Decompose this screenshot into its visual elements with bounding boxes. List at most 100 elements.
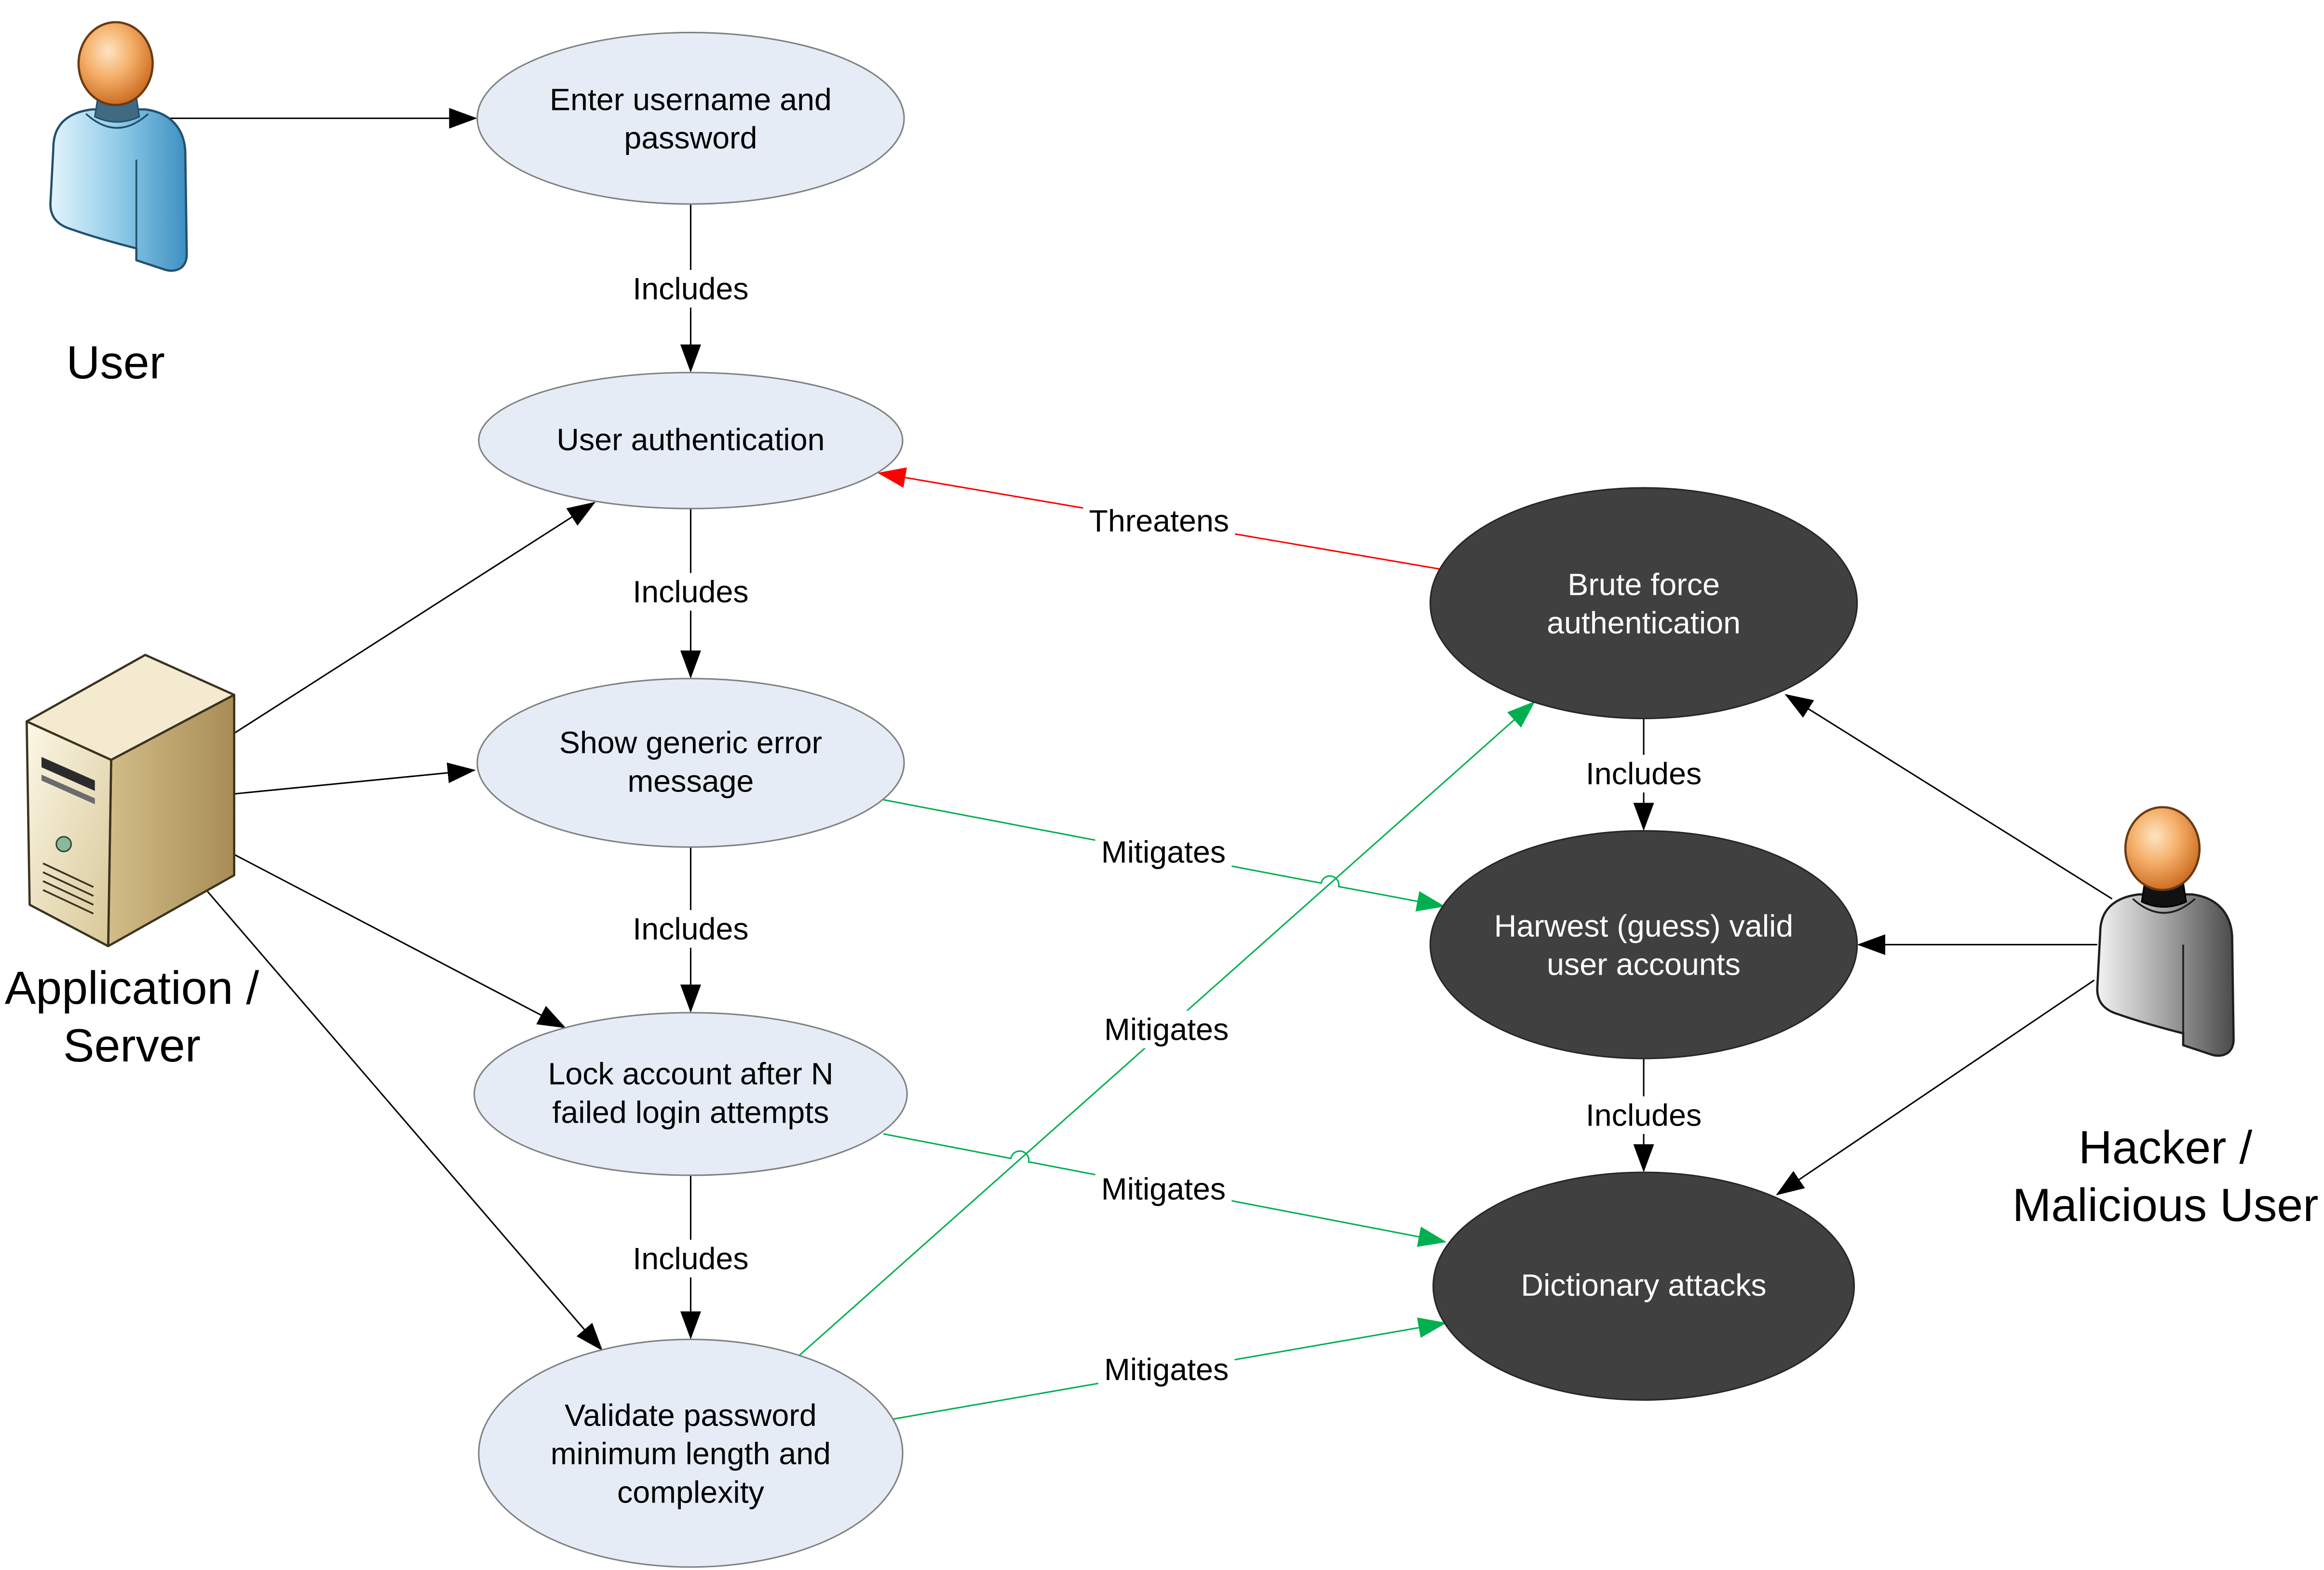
edge-error-message-mitigates-harvest xyxy=(883,799,1446,912)
server-icon xyxy=(26,654,235,948)
threat-dictionary-attacks: Dictionary attacks xyxy=(1432,1171,1855,1401)
use-case-label-line: Show generic error xyxy=(559,725,822,760)
label-threatens: Threatens xyxy=(1083,502,1235,540)
use-case-label-line: Validate password xyxy=(565,1398,817,1433)
label-background xyxy=(626,573,755,611)
relation-label: Mitigates xyxy=(1104,1012,1229,1047)
user-body xyxy=(49,108,188,272)
user-head xyxy=(77,21,154,107)
threat-label-line: Dictionary attacks xyxy=(1521,1268,1766,1302)
use-case-generic-error: Show generic error message xyxy=(476,678,905,848)
label-background xyxy=(1580,1096,1708,1134)
label-mitigates-1: Mitigates xyxy=(1095,833,1232,871)
server-vent xyxy=(42,871,94,897)
user-icon xyxy=(49,21,188,272)
server-front-face xyxy=(26,720,112,948)
edge-server-to-lock-account xyxy=(233,854,566,1028)
user-collar xyxy=(85,113,149,129)
edge-hacker-to-dictionary xyxy=(1776,980,2095,1195)
label-background xyxy=(1580,754,1708,793)
label-mitigates-4: Mitigates xyxy=(1098,1350,1235,1388)
relation-label: Mitigates xyxy=(1104,1352,1229,1387)
user-actor-label: User xyxy=(67,336,165,389)
server-vents xyxy=(42,862,94,914)
hacker-actor-label-line: Hacker / xyxy=(2079,1122,2253,1174)
server-actor-label-line: Application / xyxy=(5,962,259,1014)
relation-label: Includes xyxy=(633,1241,748,1276)
use-case-label-line: password xyxy=(624,121,757,155)
use-case-label-line: minimum length and xyxy=(551,1436,831,1471)
hacker-actor-label-line: Malicious User xyxy=(2013,1179,2319,1231)
threat-label-line: Harwest (guess) valid xyxy=(1494,909,1794,943)
threat-label-line: user accounts xyxy=(1547,947,1741,982)
server-power-led xyxy=(55,836,72,853)
use-case-shape xyxy=(476,31,905,205)
edge-lock-account-mitigates-dictionary xyxy=(883,1133,1447,1247)
use-case-shape xyxy=(478,1339,904,1568)
server-drive-slot xyxy=(41,775,95,805)
label-includes-1: Includes xyxy=(626,270,755,308)
relation-label: Mitigates xyxy=(1101,835,1226,870)
hacker-actor: Hacker / Malicious User xyxy=(2013,806,2319,1231)
use-case-user-authentication: User authentication xyxy=(478,372,904,510)
threat-harvest-accounts: Harwest (guess) valid user accounts xyxy=(1429,830,1858,1060)
use-case-shape xyxy=(478,372,904,510)
label-background xyxy=(1095,1170,1232,1208)
label-background xyxy=(626,270,755,308)
threat-label-line: Brute force xyxy=(1567,567,1720,602)
server-vent xyxy=(42,862,94,888)
use-case-label-line: User authentication xyxy=(556,422,824,457)
label-includes-5: Includes xyxy=(1580,754,1708,793)
relation-label: Mitigates xyxy=(1101,1172,1226,1207)
server-actor-label-line: Server xyxy=(63,1020,201,1072)
label-background xyxy=(1098,1010,1235,1048)
threats: Brute force authentication Harwest (gues… xyxy=(1429,487,1858,1401)
use-case-shape xyxy=(473,1012,908,1176)
relation-label: Includes xyxy=(633,271,748,306)
use-case-shape xyxy=(476,678,905,848)
server-actor: Application / Server xyxy=(5,654,259,1072)
use-case-enter-credentials: Enter username and password xyxy=(476,31,905,205)
use-case-label-line: failed login attempts xyxy=(552,1095,829,1129)
label-includes-6: Includes xyxy=(1580,1096,1708,1134)
edge-labels: Includes Includes Includes Includes Thre… xyxy=(626,270,1708,1388)
threat-shape xyxy=(1429,487,1858,720)
edge-hacker-to-brute-force xyxy=(1784,694,2113,899)
hacker-body xyxy=(2096,893,2235,1057)
server-drive-bay xyxy=(41,757,95,791)
label-includes-3: Includes xyxy=(626,910,755,948)
label-background xyxy=(1083,502,1235,540)
hacker-icon xyxy=(2096,806,2235,1057)
threat-shape xyxy=(1432,1171,1855,1401)
label-background xyxy=(626,910,755,948)
edge-server-to-error-message xyxy=(234,762,476,795)
relation-label: Threatens xyxy=(1089,504,1230,538)
use-case-label-line: message xyxy=(628,764,754,798)
use-case-validate-password: Validate password minimum length and com… xyxy=(478,1339,904,1568)
label-includes-2: Includes xyxy=(626,573,755,611)
label-background xyxy=(626,1239,755,1277)
hacker-collar xyxy=(2132,898,2196,914)
use-case-label-line: Enter username and xyxy=(550,82,832,117)
threat-brute-force: Brute force authentication xyxy=(1429,487,1858,720)
relation-label: Includes xyxy=(633,575,748,609)
edge-server-to-authentication xyxy=(233,502,596,734)
label-background xyxy=(1095,833,1232,871)
server-vent xyxy=(42,880,94,906)
edge-server-to-validate-password xyxy=(207,891,603,1351)
user-actor: User xyxy=(49,21,188,389)
use-case-label-line: complexity xyxy=(617,1475,765,1510)
relation-label: Includes xyxy=(1586,756,1702,791)
label-includes-4: Includes xyxy=(626,1239,755,1277)
relation-label: Includes xyxy=(633,912,748,946)
label-mitigates-2: Mitigates xyxy=(1098,1010,1235,1048)
hacker-head xyxy=(2124,806,2201,891)
use-case-lock-account: Lock account after N failed login attemp… xyxy=(473,1012,908,1176)
use-case-label-line: Lock account after N xyxy=(548,1057,833,1091)
label-mitigates-3: Mitigates xyxy=(1095,1170,1232,1208)
threat-shape xyxy=(1429,830,1858,1060)
server-vent xyxy=(42,889,94,914)
relation-label: Includes xyxy=(1586,1098,1702,1132)
label-background xyxy=(1098,1350,1235,1388)
